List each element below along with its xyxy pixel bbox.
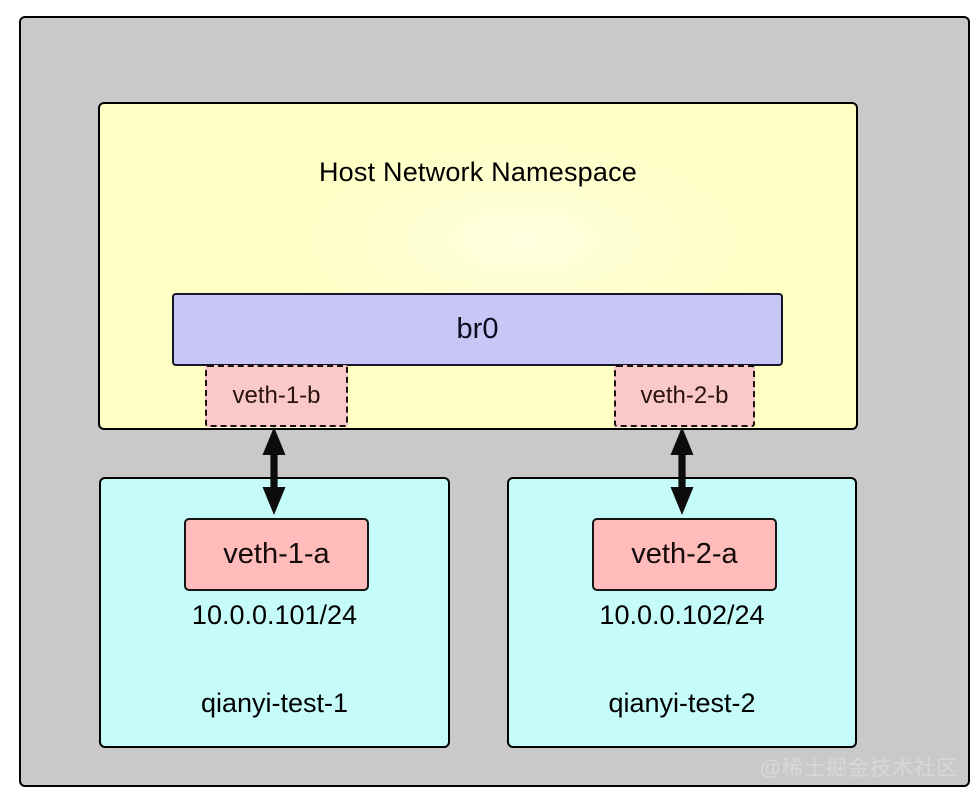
veth-pair-link-2 <box>668 426 696 516</box>
host-machine-box: Host Network Namespace br0 veth-1-b veth… <box>19 16 970 787</box>
namespace-name-label-2: qianyi-test-2 <box>608 688 756 718</box>
ip-address-label-1: 10.0.0.101/24 <box>191 600 358 630</box>
veth-pair-link-1 <box>260 426 288 516</box>
watermark-text: @稀土掘金技术社区 <box>759 757 958 780</box>
namespace-name-label-1: qianyi-test-1 <box>200 688 349 718</box>
namespace-box-qianyi-test-2: veth-2-a 10.0.0.102/24 qianyi-test-2 <box>507 477 857 748</box>
host-namespace-title: Host Network Namespace <box>318 157 637 187</box>
veth-interface-veth-2-a: veth-2-a <box>592 518 777 591</box>
ip-address-label-2: 10.0.0.102/24 <box>599 600 765 630</box>
host-network-namespace-box: Host Network Namespace br0 veth-1-b veth… <box>98 102 858 430</box>
veth-port-veth-2-b: veth-2-b <box>614 365 755 427</box>
double-arrow-icon <box>670 427 694 515</box>
veth-port-veth-1-b: veth-1-b <box>205 365 348 427</box>
double-arrow-icon <box>262 427 286 515</box>
bridge-br0-box: br0 <box>172 293 783 366</box>
veth-interface-veth-1-a: veth-1-a <box>184 518 369 591</box>
namespace-box-qianyi-test-1: veth-1-a 10.0.0.101/24 qianyi-test-1 <box>99 477 450 748</box>
